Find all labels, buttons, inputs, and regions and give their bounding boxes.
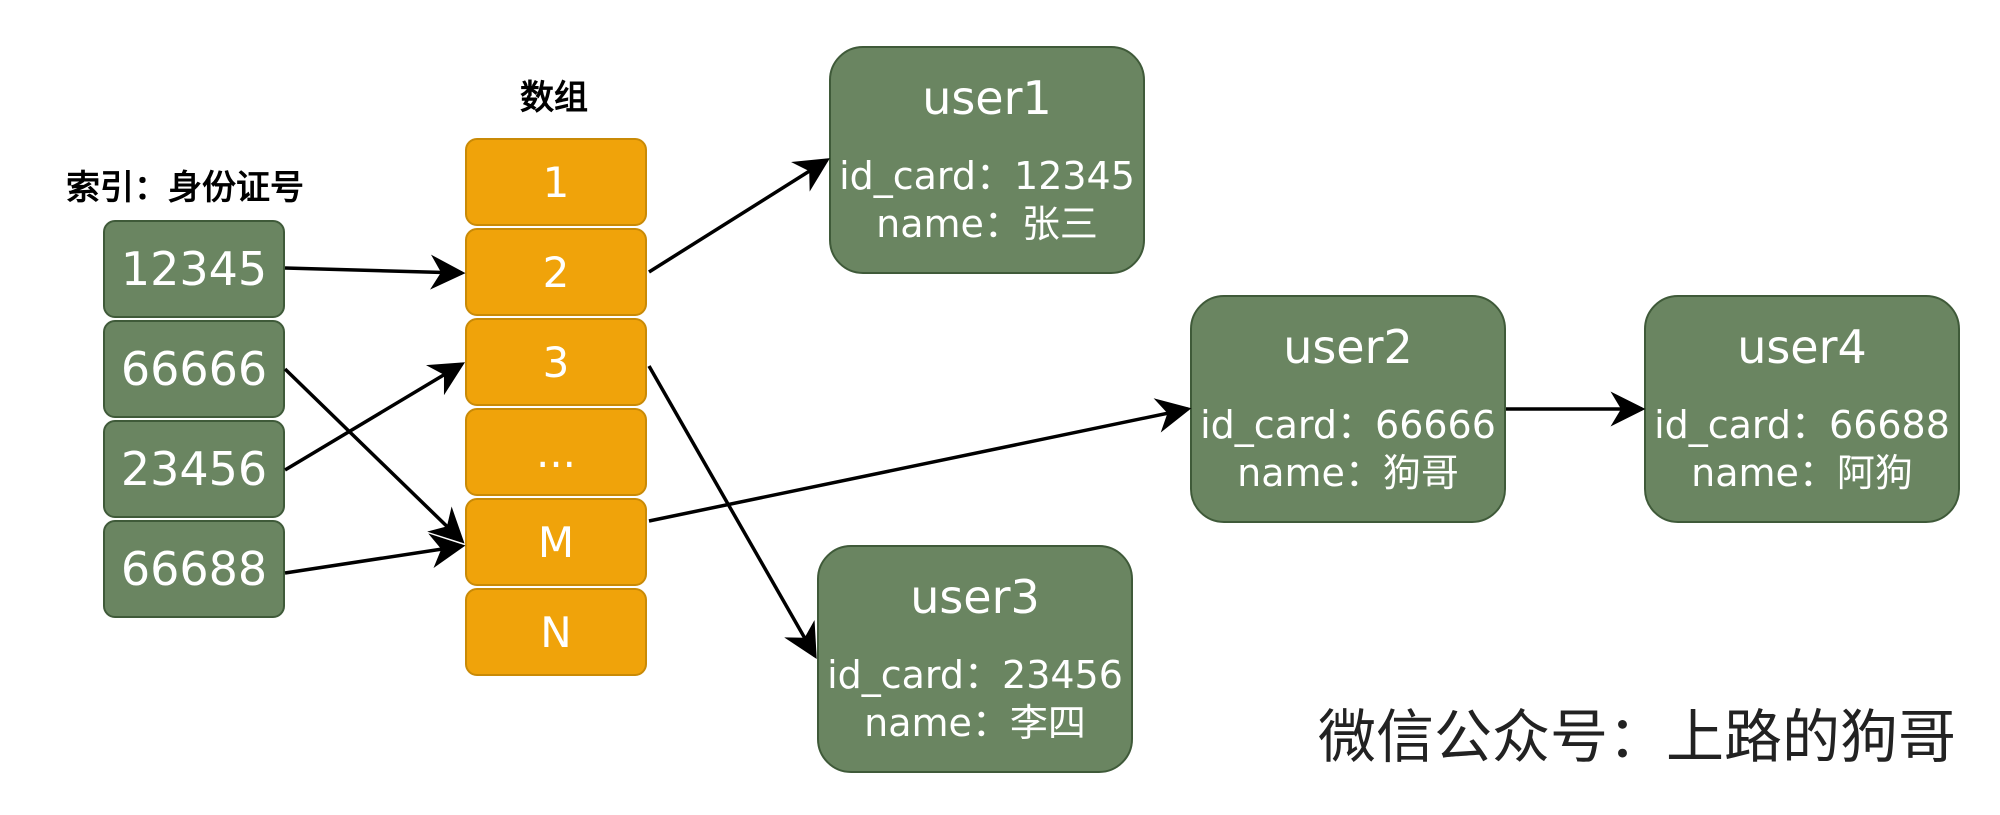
user-name: name：狗哥	[1237, 451, 1459, 495]
user-id-card: id_card：66688	[1654, 403, 1950, 447]
index-item-12345: 12345	[103, 220, 285, 318]
watermark-text: 微信公众号：上路的狗哥	[1318, 703, 1957, 771]
user-name: name：张三	[876, 202, 1098, 246]
user-id-card: id_card：66666	[1200, 403, 1496, 447]
user-node-2: user2 id_card：66666 name：狗哥	[1190, 295, 1506, 523]
arrow-23456-to-slot-3	[284, 362, 466, 472]
array-slot-3: 3	[465, 318, 647, 406]
arrow-slot-2-to-user1	[648, 158, 830, 274]
index-item-66666: 66666	[103, 320, 285, 418]
array-title: 数组	[520, 78, 588, 118]
array-slot-m: M	[465, 498, 647, 586]
arrow-66688-to-slot-m	[284, 533, 466, 575]
index-item-66688: 66688	[103, 520, 285, 618]
user-title: user3	[910, 570, 1040, 624]
user-id-card: id_card：12345	[839, 154, 1135, 198]
arrow-12345-to-slot-2	[284, 254, 466, 290]
user-title: user4	[1737, 320, 1867, 374]
user-name: name：李四	[864, 701, 1086, 745]
user-title: user2	[1283, 320, 1413, 374]
user-node-3: user3 id_card：23456 name：李四	[817, 545, 1133, 773]
user-node-4: user4 id_card：66688 name：阿狗	[1644, 295, 1960, 523]
arrow-slot-m-to-user2	[648, 398, 1192, 523]
array-slot-n: N	[465, 588, 647, 676]
user-name: name：阿狗	[1691, 451, 1913, 495]
index-item-23456: 23456	[103, 420, 285, 518]
array-slot-ellipsis: ...	[465, 408, 647, 496]
user-node-1: user1 id_card：12345 name：张三	[829, 46, 1145, 274]
user-id-card: id_card：23456	[827, 653, 1123, 697]
array-slot-2: 2	[465, 228, 647, 316]
index-title: 索引：身份证号	[66, 168, 304, 208]
user-title: user1	[922, 71, 1052, 125]
arrow-66666-to-slot-m	[283, 367, 465, 544]
array-slot-1: 1	[465, 138, 647, 226]
arrow-slot-3-to-user3	[647, 365, 817, 660]
